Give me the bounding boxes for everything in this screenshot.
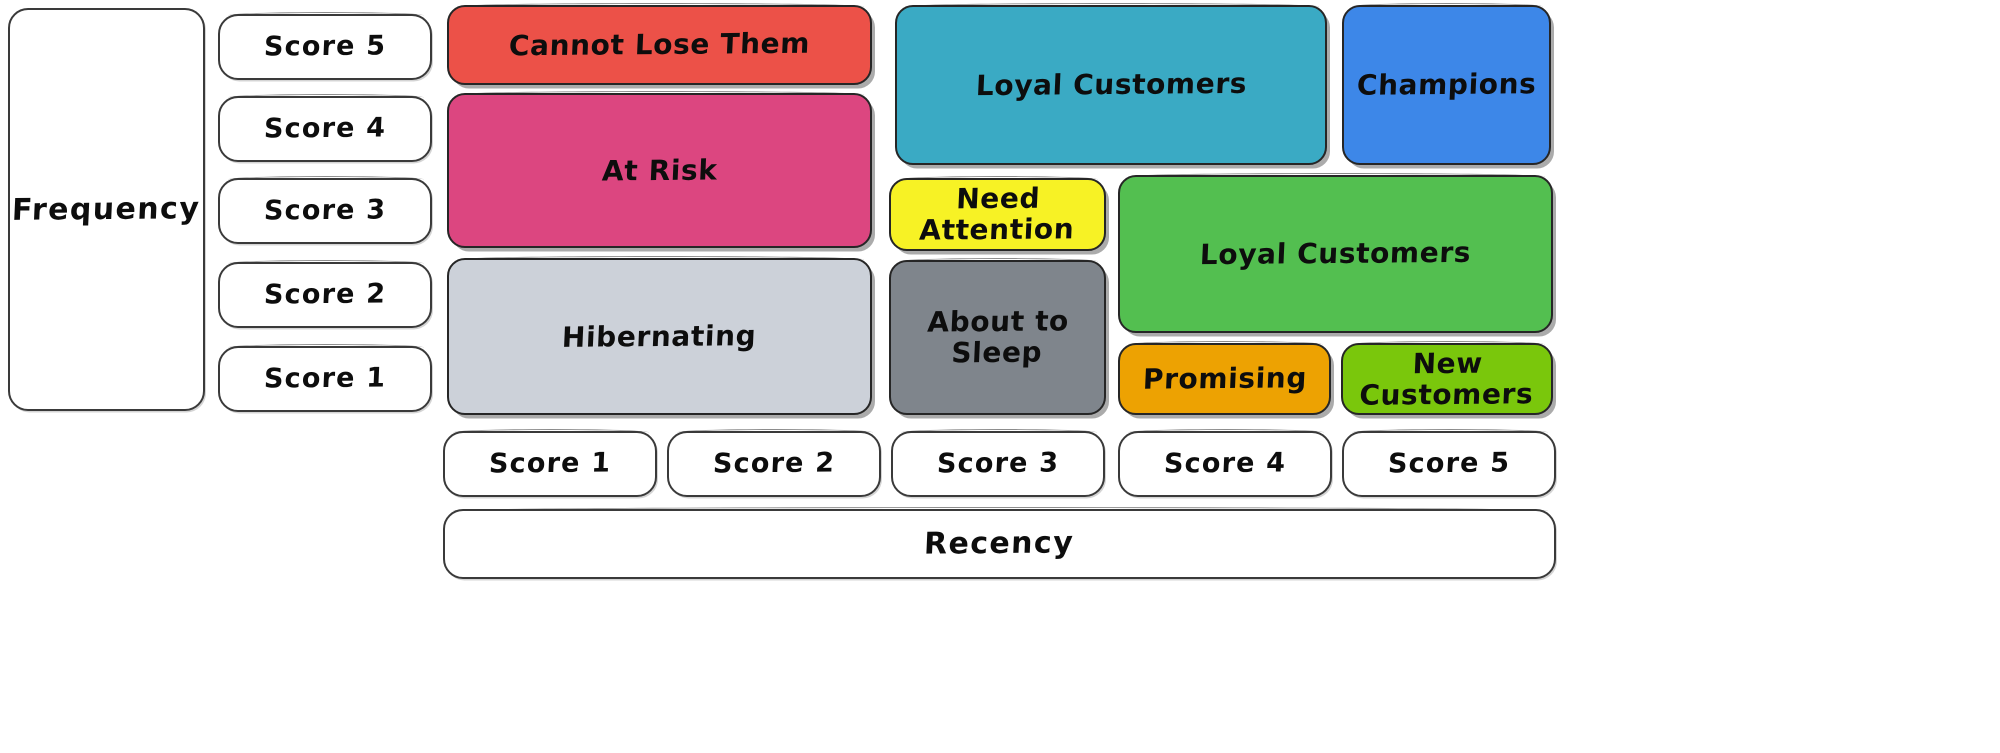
frequency-score-3-label: Score 3 [263, 194, 387, 227]
segment-cannot-lose-them-label: Cannot Lose Them [508, 26, 811, 63]
segment-loyal-customers-green-label: Loyal Customers [1199, 236, 1472, 272]
recency-axis-label: Recency [443, 507, 1556, 579]
segment-promising[interactable]: Promising [1118, 341, 1331, 415]
recency-score-2[interactable]: Score 2 [667, 429, 881, 497]
recency-score-5[interactable]: Score 5 [1342, 429, 1556, 497]
frequency-score-5-label: Score 5 [263, 30, 387, 63]
segment-need-attention[interactable]: Need Attention [889, 176, 1106, 251]
segment-champions[interactable]: Champions [1342, 3, 1551, 165]
frequency-score-5[interactable]: Score 5 [218, 12, 432, 80]
frequency-score-4-label: Score 4 [263, 112, 387, 145]
segment-at-risk[interactable]: At Risk [447, 91, 872, 248]
segment-need-attention-label: Need Attention [918, 181, 1076, 248]
segment-champions-label: Champions [1356, 67, 1537, 103]
segment-hibernating-label: Hibernating [561, 318, 758, 354]
segment-loyal-customers-teal[interactable]: Loyal Customers [895, 3, 1327, 165]
frequency-score-4[interactable]: Score 4 [218, 94, 432, 162]
recency-score-3[interactable]: Score 3 [891, 429, 1105, 497]
frequency-score-2-label: Score 2 [263, 278, 387, 311]
segment-loyal-customers-teal-label: Loyal Customers [974, 67, 1248, 103]
recency-score-4-label: Score 4 [1163, 447, 1287, 480]
segment-at-risk-label: At Risk [601, 153, 718, 188]
recency-score-2-label: Score 2 [712, 447, 836, 480]
segment-new-customers[interactable]: New Customers [1341, 341, 1553, 415]
segment-about-to-sleep[interactable]: About to Sleep [889, 258, 1106, 415]
recency-score-4[interactable]: Score 4 [1118, 429, 1332, 497]
segment-loyal-customers-green[interactable]: Loyal Customers [1118, 173, 1553, 333]
frequency-score-1-label: Score 1 [263, 362, 387, 395]
segment-promising-label: Promising [1141, 361, 1308, 397]
segment-about-to-sleep-label: About to Sleep [926, 304, 1070, 370]
recency-score-3-label: Score 3 [936, 447, 1060, 480]
frequency-score-1[interactable]: Score 1 [218, 344, 432, 412]
frequency-axis-text: Frequency [11, 190, 202, 228]
recency-score-1[interactable]: Score 1 [443, 429, 657, 497]
frequency-score-2[interactable]: Score 2 [218, 260, 432, 328]
segment-new-customers-label: New Customers [1358, 346, 1534, 412]
frequency-axis-label: Frequency [8, 8, 205, 411]
frequency-score-3[interactable]: Score 3 [218, 176, 432, 244]
recency-score-5-label: Score 5 [1387, 447, 1511, 480]
segment-hibernating[interactable]: Hibernating [447, 256, 872, 415]
recency-score-1-label: Score 1 [488, 447, 612, 480]
segment-cannot-lose-them[interactable]: Cannot Lose Them [447, 3, 872, 85]
recency-axis-text: Recency [923, 525, 1076, 562]
